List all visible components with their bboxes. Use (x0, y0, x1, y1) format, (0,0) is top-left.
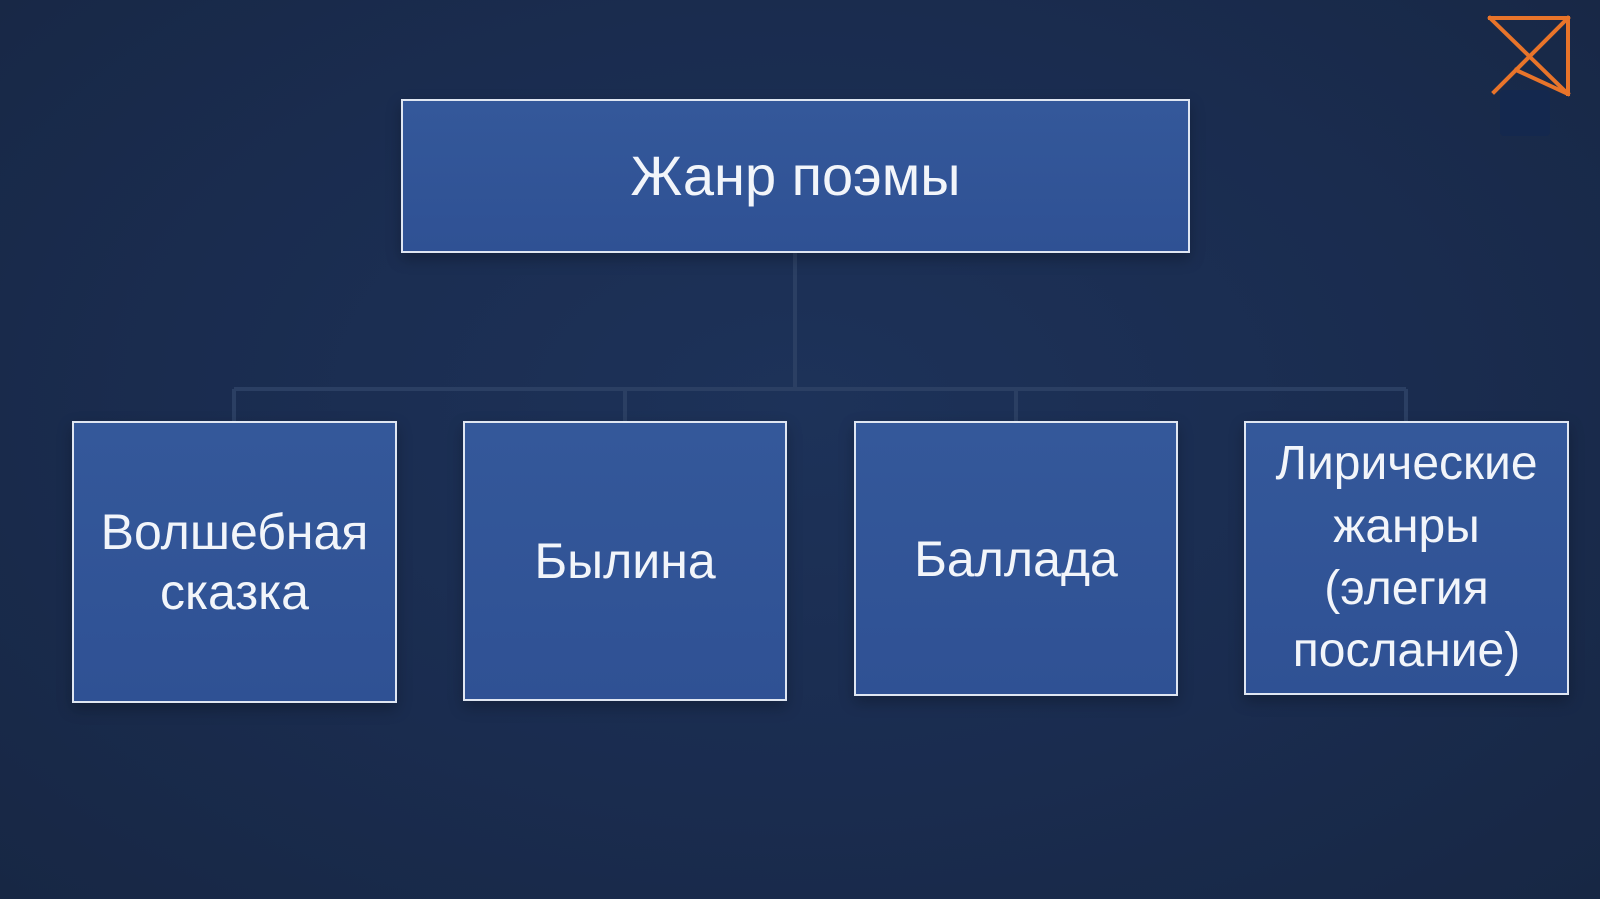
logo-shadow (1500, 90, 1550, 136)
child-node-label: Былина (534, 533, 716, 589)
child-node-lyric-genres: Лирические жанры (элегия послание) (1244, 421, 1569, 695)
child-node-fairy-tale: Волшебная сказка (72, 421, 397, 703)
child-node-label: Волшебная сказка (100, 504, 369, 620)
child-node-bylina: Былина (463, 421, 787, 701)
child-node-ballad: Баллада (854, 421, 1178, 696)
root-node-label: Жанр поэмы (630, 144, 961, 208)
envelope-x-icon (1487, 15, 1571, 97)
child-node-label: Баллада (914, 530, 1118, 587)
root-node: Жанр поэмы (401, 99, 1190, 253)
child-node-label: Лирические жанры (элегия послание) (1275, 437, 1538, 678)
